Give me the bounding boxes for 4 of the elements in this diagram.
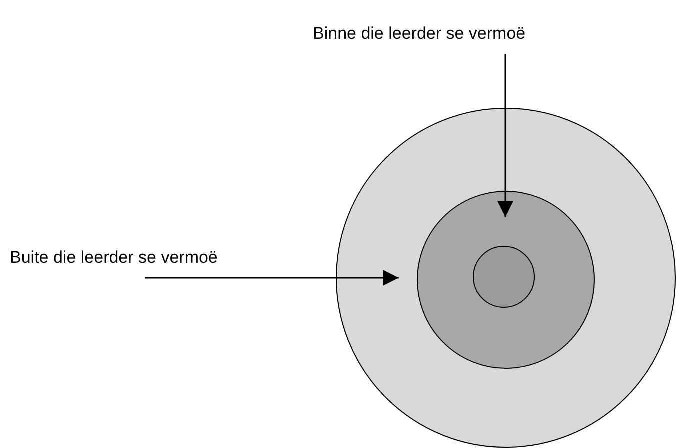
arrow xyxy=(498,54,514,218)
region-label: Binne die leerder se vermoë xyxy=(313,24,526,44)
arrow xyxy=(145,270,399,286)
region-label: Buite die leerder se vermoë xyxy=(10,248,218,268)
